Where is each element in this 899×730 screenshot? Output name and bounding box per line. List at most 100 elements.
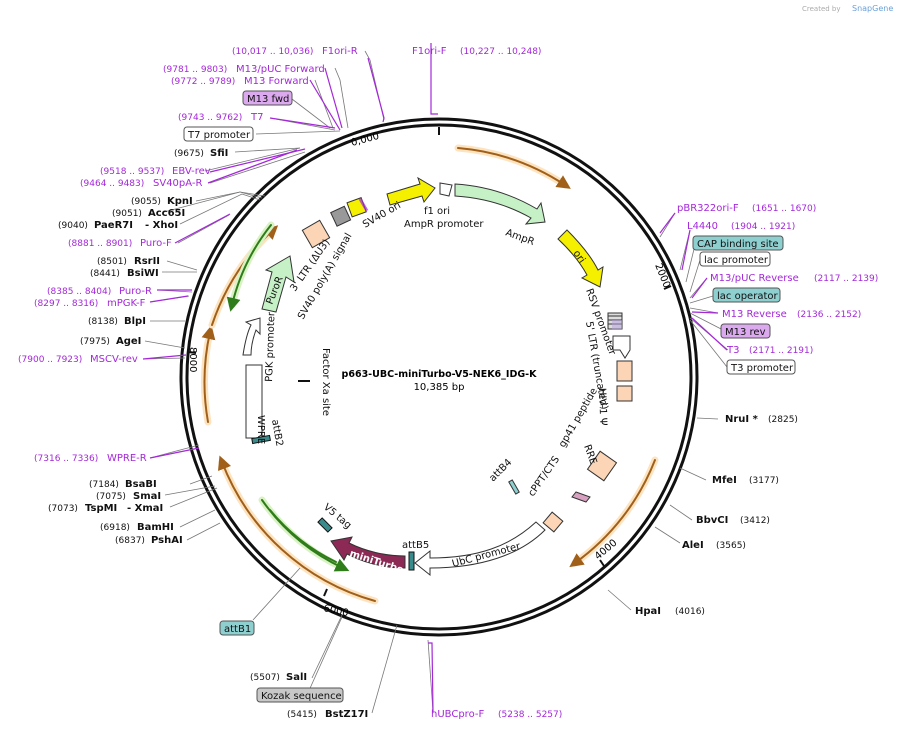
smai-pos: (7075) — [96, 492, 126, 502]
orf-arc-2-line — [569, 459, 656, 568]
sv40pa-r-pos: (9464 .. 9483) — [80, 179, 144, 189]
t7-promoter-chip — [183, 126, 254, 142]
nrui-pos: (2825) — [768, 415, 798, 425]
l4440-pos: (1904 .. 1921) — [731, 222, 795, 232]
f1-ori-arrow — [439, 182, 453, 197]
m13-r-name: M13 Reverse — [722, 309, 787, 320]
plasmid-name: p663-UBC-miniTurbo-V5-NEK6_IDG-K — [342, 369, 538, 380]
t7-name: T7 — [250, 112, 263, 123]
tick-6000 — [323, 588, 328, 597]
tick-8000 — [187, 351, 197, 354]
v5-box — [317, 517, 333, 533]
ticks — [187, 127, 672, 597]
mpgk-name: mPGK-F — [107, 298, 146, 309]
smai-name: SmaI — [133, 491, 161, 502]
bamhi-pos: (6918) — [100, 523, 130, 533]
bstz17i-pos: (5415) — [287, 710, 317, 720]
label-cppt: cPPT/CTS — [526, 454, 562, 498]
rsrii-name: RsrII — [134, 256, 160, 267]
paer7i-pos: (9040) — [58, 221, 88, 231]
mscv-pos: (7900 .. 7923) — [18, 355, 82, 365]
label-f1ori: f1 ori — [424, 206, 450, 217]
inner-features — [242, 176, 633, 577]
label-wpre: WPRE — [255, 415, 266, 444]
puro-r-name: Puro-R — [119, 286, 152, 297]
attb1-label: attB1 — [224, 624, 251, 635]
m13-rev-chip — [720, 323, 771, 339]
attb5-box — [408, 551, 415, 571]
m13-rev-label: M13 rev — [725, 327, 766, 338]
xmai-name: - XmaI — [127, 503, 163, 514]
pgk-arrow — [242, 317, 261, 356]
attb1-chip — [219, 620, 255, 636]
attb2-box — [251, 434, 271, 445]
hiv-box — [616, 385, 633, 402]
m13puc-r-pos: (2117 .. 2139) — [814, 274, 878, 284]
green-orf-1 — [228, 221, 275, 309]
xhoi-name: - XhoI — [145, 220, 178, 231]
t3-promoter-chip — [726, 359, 796, 375]
backbone-inner — [185, 123, 693, 631]
acc65i-name: Acc65I — [148, 208, 185, 219]
bbvci-name: BbvCI — [696, 515, 728, 526]
t3-name: T3 — [726, 345, 739, 356]
f1ori-r-name: F1ori-R — [322, 46, 358, 57]
tick-2000 — [663, 285, 672, 290]
ltr3-box — [301, 219, 331, 249]
pbr322-name: pBR322ori-F — [677, 203, 739, 214]
mscv-name: MSCV-rev — [90, 354, 138, 365]
mfei-name: MfeI — [712, 475, 737, 486]
ltr5-arrow — [612, 335, 631, 359]
label-gp41: gp41 peptide — [557, 386, 600, 449]
gp41-arrow — [571, 491, 591, 503]
bsiwi-name: BsiWI — [127, 268, 159, 279]
green-orf-2b-line — [269, 509, 337, 563]
agei-name: AgeI — [116, 336, 141, 347]
ori-arrow — [557, 229, 604, 288]
mpgk-pos: (8297 .. 8316) — [34, 299, 98, 309]
plasmid-size: 10,385 bp — [414, 382, 465, 393]
label-ampr: AmpR — [504, 227, 536, 248]
label-sv40-ori: SV40 ori — [361, 200, 403, 231]
hubc-name: hUBCpro-F — [431, 709, 484, 720]
l4440-name: L4440 — [687, 221, 718, 232]
acc65i-pos: (9051) — [112, 209, 142, 219]
sv40pa-r-name: SV40pA-R — [153, 178, 202, 189]
sali-name: SalI — [286, 672, 307, 683]
ltr5-box — [616, 360, 633, 382]
pbr322-pos: (1651 .. 1670) — [752, 204, 816, 214]
alei-name: AleI — [682, 540, 704, 551]
ampr-arrow — [454, 183, 546, 225]
grey-box — [330, 205, 352, 227]
attb4-box — [508, 479, 520, 495]
alei-pos: (3565) — [716, 541, 746, 551]
hpai-pos: (4016) — [675, 607, 705, 617]
puro-f-name: Puro-F — [140, 238, 172, 249]
right-labels: pBR322ori-F (1651 .. 1670) L4440 (1904 .… — [635, 203, 878, 617]
label-attb2: attB2 — [269, 419, 285, 448]
m13-fwd-label: M13 fwd — [247, 94, 289, 105]
m13-r-pos: (2136 .. 2152) — [797, 310, 861, 320]
label-ubc: UbC promoter — [451, 541, 523, 570]
credit-text: Created by — [802, 5, 841, 13]
orf-arc-3-line — [217, 455, 376, 602]
sv40-ori-arrow — [386, 176, 436, 206]
paer7i-name: PaeR7I — [94, 220, 133, 231]
lac-promoter-chip — [699, 251, 771, 267]
miniturbo-arrow — [330, 536, 406, 569]
nrui-name: NruI * — [725, 414, 759, 425]
bamhi-name: BamHI — [137, 522, 174, 533]
ubc-arrow — [414, 521, 546, 577]
agei-pos: (7975) — [80, 337, 110, 347]
m13puc-f-name: M13/pUC Forward — [236, 64, 325, 75]
tick-label-8000: 8000 — [187, 347, 198, 372]
label-attb4: attB4 — [487, 457, 514, 484]
orf-arc-4-line — [201, 325, 216, 423]
ebv-name: EBV-rev — [172, 166, 211, 177]
tick-label-6000: 6000 — [322, 603, 349, 619]
f1ori-f-pos: (10,227 .. 10,248) — [460, 47, 541, 57]
label-ampr-promoter: AmpR promoter — [404, 219, 484, 230]
f1ori-f-name: F1ori-F — [412, 46, 447, 57]
